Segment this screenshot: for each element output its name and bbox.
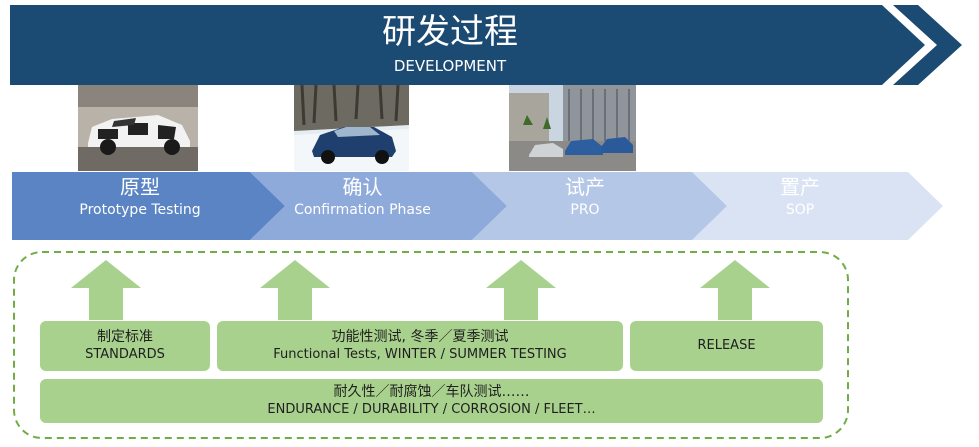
stage-prototype-en: Prototype Testing	[79, 202, 201, 218]
endurance-en: ENDURANCE / DURABILITY / CORROSION / FLE…	[267, 402, 596, 417]
stage-confirmation: 确认 Confirmation Phase	[270, 174, 455, 220]
stage-pro-en: PRO	[570, 202, 600, 218]
stage-confirmation-zh: 确认	[342, 175, 383, 199]
standards-en: STANDARDS	[85, 347, 165, 362]
stage-chevron-pro	[472, 172, 727, 240]
banner-chevron-icon	[893, 5, 962, 85]
stage-prototype-zh: 原型	[120, 175, 160, 199]
standards-zh: 制定标准	[97, 329, 153, 345]
parking-lot-cars-photo	[509, 85, 636, 171]
up-arrow-icon	[486, 260, 556, 320]
endurance-zh: 耐久性／耐腐蚀／车队测试……	[333, 384, 530, 400]
standards-box: 制定标准 STANDARDS	[40, 321, 210, 371]
endurance-box: 耐久性／耐腐蚀／车队测试…… ENDURANCE / DURABILITY / …	[40, 379, 823, 423]
stage-pro-zh: 试产	[565, 175, 605, 199]
prototype-car-photo	[78, 85, 198, 171]
stage-chevron-prototype	[12, 172, 285, 240]
winter-test-car-photo	[294, 85, 409, 171]
stage-chevron-sop	[692, 172, 943, 240]
stage-sop-zh: 置产	[780, 175, 820, 199]
stage-sop-en: SOP	[785, 202, 815, 218]
development-banner	[10, 5, 962, 85]
up-arrow-icon	[260, 260, 330, 320]
stage-flow	[12, 172, 943, 240]
release-label: RELEASE	[697, 338, 756, 353]
stage-pro: 试产 PRO	[505, 174, 665, 220]
stage-chevron-confirmation	[250, 172, 507, 240]
up-arrow-icon	[700, 260, 770, 320]
testing-dashed-frame	[13, 251, 849, 439]
functional-tests-en: Functional Tests, WINTER / SUMMER TESTIN…	[273, 347, 567, 362]
functional-tests-box: 功能性测试, 冬季／夏季测试 Functional Tests, WINTER …	[217, 321, 623, 371]
stage-prototype: 原型 Prototype Testing	[40, 174, 240, 220]
stage-sop: 置产 SOP	[720, 174, 880, 220]
up-arrow-icon	[71, 260, 141, 320]
banner-title: 研发过程	[382, 12, 518, 52]
release-box: RELEASE	[630, 321, 823, 371]
banner-shape	[10, 5, 925, 85]
stage-confirmation-en: Confirmation Phase	[294, 202, 431, 218]
functional-tests-zh: 功能性测试, 冬季／夏季测试	[331, 329, 509, 345]
banner-subtitle: DEVELOPMENT	[393, 57, 507, 75]
